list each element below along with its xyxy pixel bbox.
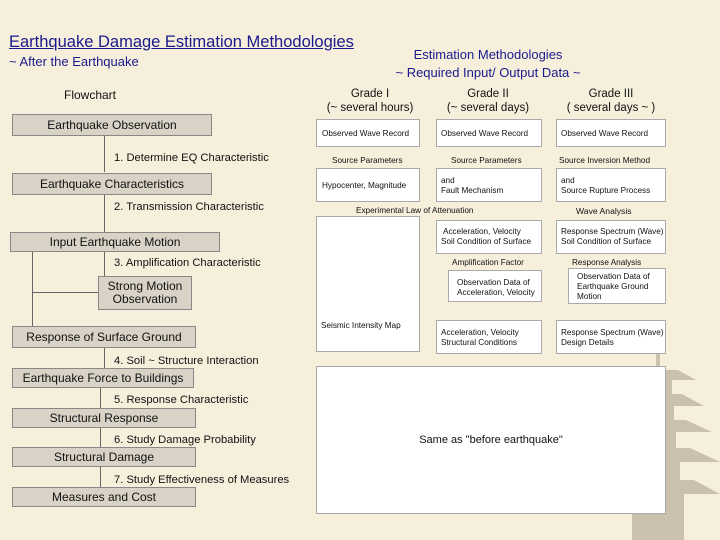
step-5: 5. Response Characteristic xyxy=(114,394,249,406)
obs-data-g3-line2: Earthquake Ground xyxy=(577,282,649,291)
strong-motion-line2: Observation xyxy=(112,292,178,306)
grade-1-header: Grade I (~ several hours) xyxy=(318,87,422,115)
grade-1-time: (~ several hours) xyxy=(326,102,414,114)
box-strong-motion-observation: Strong Motion Observation xyxy=(98,276,192,310)
box-structural-damage: Structural Damage xyxy=(12,447,196,467)
box-measures-cost: Measures and Cost xyxy=(12,487,196,507)
cell-box xyxy=(568,268,666,304)
step-6: 6. Study Damage Probability xyxy=(114,434,256,446)
page-title: Earthquake Damage Estimation Methodologi… xyxy=(9,33,354,51)
accel-velocity-g2: Acceleration, Velocity xyxy=(443,227,521,236)
wave-analysis: Wave Analysis xyxy=(576,206,632,216)
connector-line xyxy=(32,250,33,326)
grade-2-time: (~ several days) xyxy=(446,102,530,114)
box-structural-response: Structural Response xyxy=(12,408,196,428)
cell-box xyxy=(556,119,666,147)
cell-box xyxy=(436,320,542,354)
cell-box xyxy=(436,168,542,202)
hypocenter-magnitude: Hypocenter, Magnitude xyxy=(322,181,407,190)
grade-3-name: Grade III xyxy=(588,88,634,100)
connector-line xyxy=(104,134,105,172)
obs-data-g3-line1: Observation Data of xyxy=(577,272,650,281)
soil-condition-g2: Soil Condition of Surface xyxy=(441,237,532,246)
cell-box xyxy=(556,168,666,202)
source-params-g1: Source Parameters xyxy=(332,156,403,165)
step-7: 7. Study Effectiveness of Measures xyxy=(114,474,290,486)
response-spectrum-g3-struct: Response Spectrum (Wave) xyxy=(561,328,664,337)
and-g2: and xyxy=(441,176,455,185)
same-as-before-panel xyxy=(316,366,666,514)
fault-mechanism: Fault Mechanism xyxy=(441,186,504,195)
obs-data-g2-line1: Observation Data of xyxy=(457,278,530,287)
design-details: Design Details xyxy=(561,338,614,347)
step-4: 4. Soil ~ Structure Interaction xyxy=(114,355,259,367)
grade-3-header: Grade III ( several days ~ ) xyxy=(556,87,666,115)
structural-conditions: Structural Conditions xyxy=(441,338,517,347)
right-title-line2: ~ Required Input/ Output Data ~ xyxy=(395,65,581,80)
and-g3: and xyxy=(561,176,575,185)
flowchart-label: Flowchart xyxy=(64,88,117,102)
cell-box xyxy=(556,220,666,254)
obs-wave-g3: Observed Wave Record xyxy=(561,129,649,138)
cell-box xyxy=(316,216,420,352)
seismic-intensity-map: Seismic Intensity Map xyxy=(321,321,401,330)
cell-box xyxy=(316,119,420,147)
grade-1-name: Grade I xyxy=(350,88,390,100)
accel-velocity-g2-struct: Acceleration, Velocity xyxy=(441,328,519,337)
right-title-line1: Estimation Methodologies xyxy=(413,47,563,62)
source-params-g2: Source Parameters xyxy=(451,156,522,165)
grade-3-time: ( several days ~ ) xyxy=(566,102,656,114)
box-input-motion: Input Earthquake Motion xyxy=(10,232,220,252)
connector-line xyxy=(104,250,105,276)
box-surface-response: Response of Surface Ground xyxy=(12,326,196,348)
grade-2-name: Grade II xyxy=(467,88,509,100)
step-3: 3. Amplification Characteristic xyxy=(114,257,261,269)
strong-motion-line1: Strong Motion xyxy=(107,279,183,293)
grade-2-header: Grade II (~ several days) xyxy=(436,87,540,115)
soil-condition-g3: Soil Condition of Surface xyxy=(561,237,652,246)
obs-wave-g2: Observed Wave Record xyxy=(441,129,529,138)
right-title: Estimation Methodologies ~ Required Inpu… xyxy=(388,46,588,82)
obs-data-g3-line3: Motion xyxy=(577,292,602,301)
connector-line xyxy=(104,346,105,368)
connector-line xyxy=(100,426,101,448)
cell-box xyxy=(556,320,666,354)
obs-data-g2-line2: Acceleration, Velocity xyxy=(457,288,535,297)
connector-line xyxy=(100,386,101,408)
response-analysis: Response Analysis xyxy=(572,258,642,267)
source-rupture: Source Rupture Process xyxy=(561,186,651,195)
box-force-buildings: Earthquake Force to Buildings xyxy=(12,368,194,388)
obs-wave-g1: Observed Wave Record xyxy=(322,129,410,138)
page-subtitle: ~ After the Earthquake xyxy=(9,54,139,69)
connector-line xyxy=(104,194,105,232)
cell-box xyxy=(316,168,420,202)
source-inversion-g3: Source Inversion Method xyxy=(559,156,651,165)
connector-line xyxy=(100,466,101,488)
connector-line xyxy=(32,292,98,293)
cell-box xyxy=(448,270,542,302)
response-spectrum-g3: Response Spectrum (Wave) xyxy=(561,227,664,236)
box-earthquake-characteristics: Earthquake Characteristics xyxy=(12,173,212,195)
step-1: 1. Determine EQ Characteristic xyxy=(114,152,269,164)
same-as-before-text: Same as "before earthquake" xyxy=(419,434,563,446)
box-earthquake-observation: Earthquake Observation xyxy=(12,114,212,136)
cell-box xyxy=(436,220,542,254)
step-2: 2. Transmission Characteristic xyxy=(114,201,264,213)
cell-box xyxy=(436,119,542,147)
attenuation-law: Experimental Law of Attenuation xyxy=(356,206,474,215)
amplification-factor: Amplification Factor xyxy=(452,258,524,267)
